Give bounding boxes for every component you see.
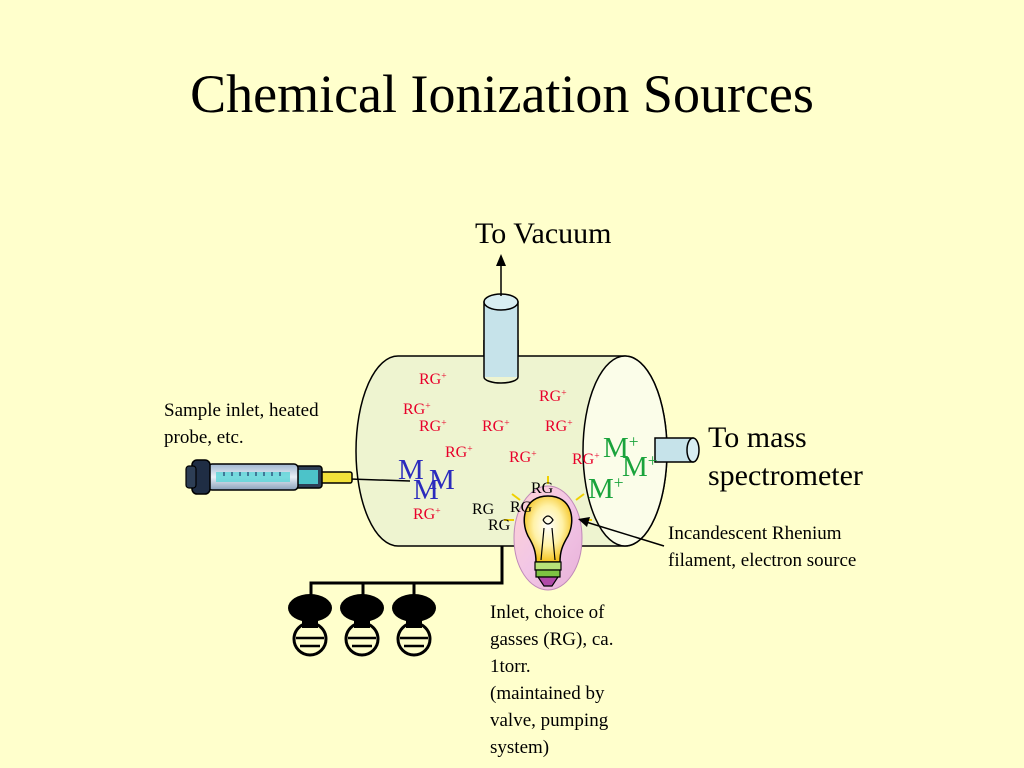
vacuum-pipe-base [483,340,519,384]
reagent-ion: RG+ [509,448,537,466]
slide-title: Chemical Ionization Sources [190,64,814,124]
filament-bulb-icon [504,476,592,591]
reagent-gas: RG [510,499,533,516]
filament-pointer-arrow [578,517,665,547]
molecular-ion: M+ [588,472,624,505]
reagent-ion: RG+ [545,417,573,435]
ionization-chamber [355,355,668,547]
reagent-ion: RG+ [419,417,447,435]
reagent-ion: RG+ [419,370,447,388]
to-mass-spectrometer-label: To mass spectrometer [708,421,863,492]
molecular-ion: M+ [603,431,639,464]
analyte-molecule: M [413,474,439,506]
analyte-molecule: M [429,464,455,496]
gas-valve-icon [340,594,384,657]
filament-label: Incandescent Rhenium filament, electron … [668,523,857,571]
gas-valve-icon [392,594,436,657]
reagent-gas: RG [531,480,554,497]
reagent-ion: RG+ [482,417,510,435]
to-vacuum-label: To Vacuum [475,217,612,250]
gas-inlet-label: Inlet, choice of gasses (RG), ca. 1torr.… [490,602,614,758]
molecular-ion: M+ [622,450,658,483]
reagent-ion: RG+ [539,387,567,405]
gas-inlet-line [309,546,504,598]
sample-inlet-label: Sample inlet, heated probe, etc. [164,400,319,448]
reagent-gas: RG [472,501,495,518]
reagent-ion: RG+ [413,505,441,523]
analyte-molecule: M [398,454,424,486]
sample-probe-icon [185,459,411,495]
reagent-gas: RG [488,517,511,534]
mass-spec-outlet [654,437,700,463]
vacuum-arrow [496,254,506,296]
reagent-ion: RG+ [403,400,431,418]
reagent-ion: RG+ [445,443,473,461]
gas-valve-icon [288,594,332,657]
reagent-ion: RG+ [572,450,600,468]
